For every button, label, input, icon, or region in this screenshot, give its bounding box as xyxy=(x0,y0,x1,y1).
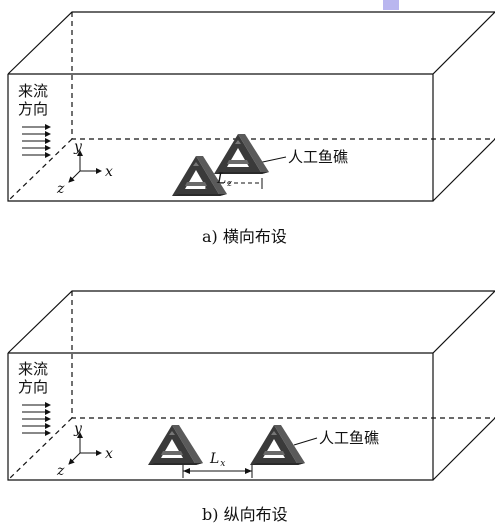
spacing-label-b: Lx xyxy=(209,451,225,469)
axis-label-y-b: y xyxy=(73,421,83,437)
corner-accent xyxy=(383,0,399,10)
reef-b-left xyxy=(148,425,203,465)
axis-label-y-a: y xyxy=(73,139,83,155)
axes xyxy=(68,432,102,465)
reef-label-a: 人工鱼礁 xyxy=(288,148,348,166)
flow-label-a-line2: 方向 xyxy=(18,100,48,118)
flow-label-a-line1: 来流 xyxy=(18,82,48,100)
panel-b xyxy=(7,290,495,481)
spacing-letter-a: L xyxy=(216,171,226,187)
axis-label-z-a: z xyxy=(56,181,65,197)
caption-b: b) 纵向布设 xyxy=(202,505,288,524)
box-hidden-edges xyxy=(7,291,495,481)
axes xyxy=(68,150,102,183)
axis-label-z-b: z xyxy=(56,463,65,479)
spacing-label-a: Lz xyxy=(216,171,232,189)
spacing-subscript-b: x xyxy=(220,459,225,469)
reef-b-right xyxy=(250,425,305,465)
flow-label-b-line1: 来流 xyxy=(18,360,48,378)
spacing-subscript-a: z xyxy=(226,179,232,189)
box-hidden-edges xyxy=(7,12,495,202)
spacing-arrowheads xyxy=(183,468,252,474)
flow-arrows xyxy=(22,402,51,436)
flow-arrows xyxy=(22,124,51,158)
reef-leader-line xyxy=(293,437,318,446)
flow-label-b-line2: 方向 xyxy=(18,378,48,396)
axis-label-x-b: x xyxy=(105,446,113,462)
reef-a-back xyxy=(214,134,269,174)
reef-label-b: 人工鱼礁 xyxy=(319,429,379,447)
box-outline xyxy=(7,290,495,481)
spacing-letter-b: L xyxy=(209,451,219,467)
axis-label-x-a: x xyxy=(105,164,113,180)
caption-a: a) 横向布设 xyxy=(202,227,287,246)
